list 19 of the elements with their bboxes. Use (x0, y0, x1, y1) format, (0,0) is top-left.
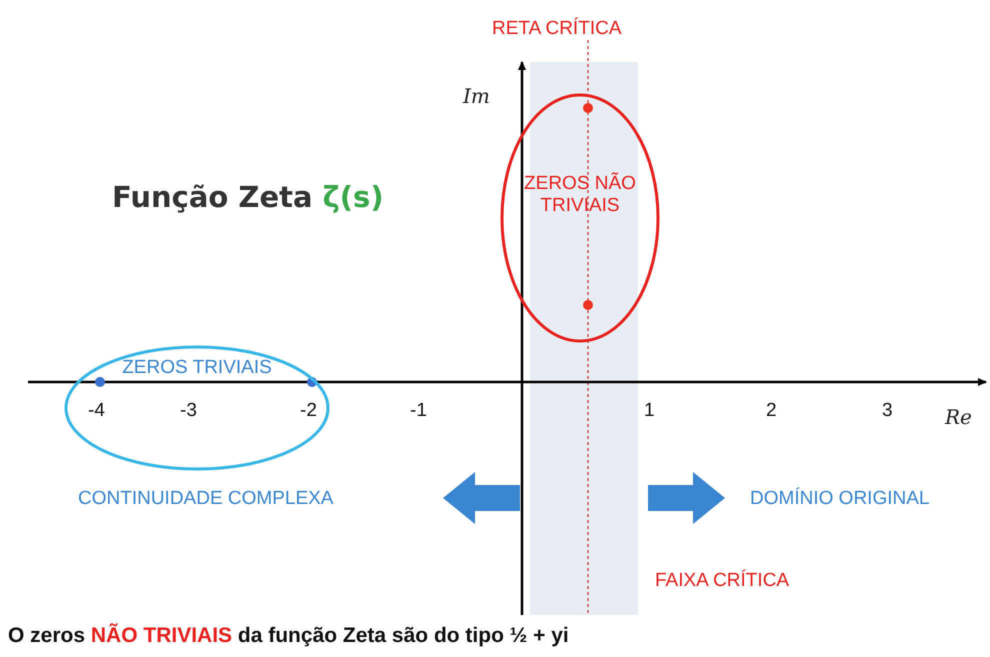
strip-label: FAIXA CRÍTICA (655, 570, 790, 592)
axis-tick-label: -3 (180, 400, 197, 422)
region-caption: CONTINUIDADE COMPLEXA (78, 488, 334, 510)
axis-tick-label: 1 (644, 400, 655, 422)
axis-tick-label: -2 (300, 400, 317, 422)
caption-text: O zeros NÃO TRIVIAIS da função Zeta são do tipo ½ + yi (8, 624, 569, 648)
region-label: ZEROS NÃO TRIVIAIS (523, 173, 637, 217)
axis-tick-label: -1 (410, 400, 427, 422)
zero-region-ellipse (500, 93, 660, 343)
axis-label: Re (945, 405, 972, 429)
axis-tick-label: -4 (88, 400, 105, 422)
critical-line-label: RETA CRÍTICA (492, 18, 622, 40)
region-label: ZEROS TRIVIAIS (121, 357, 273, 379)
axis-tick-label: 2 (766, 400, 777, 422)
region-caption: DOMÍNIO ORIGINAL (750, 488, 930, 510)
axis-label: Im (463, 84, 490, 108)
zero-region-ellipse (64, 345, 330, 471)
axis-tick-label: 3 (882, 400, 893, 422)
diagram-title: Função Zeta ζ(s) (112, 180, 384, 214)
